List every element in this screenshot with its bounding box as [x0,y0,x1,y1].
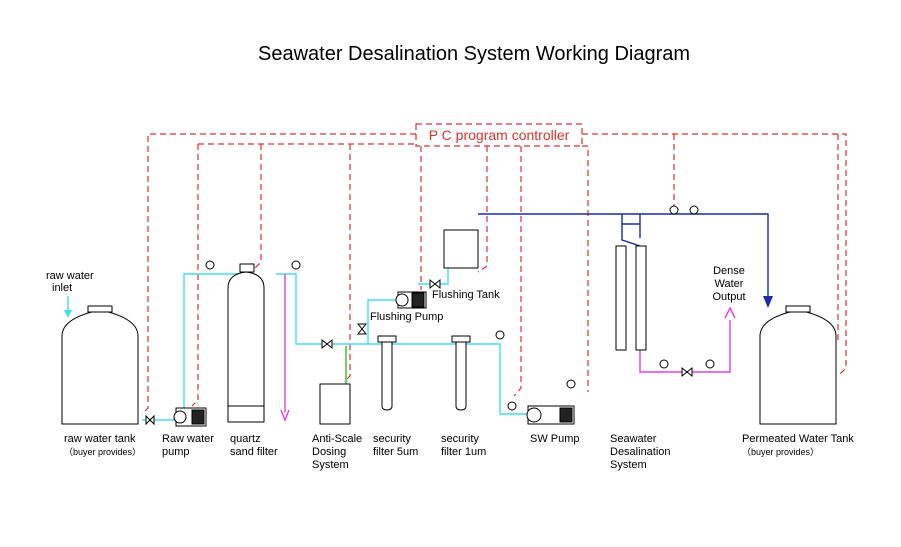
sand-drain-arrow [280,409,290,422]
permeate-piping [478,213,769,298]
raw-water-tank-label-2: （buyer provides） [64,447,141,457]
dense-output-label-2: Water [715,278,744,290]
raw-inlet-label-2: inlet [52,282,72,294]
seawater-desalination-system-label-1: Seawater [610,433,657,445]
flushing-pump-shape [395,291,427,309]
sw-pump-label-1: SW Pump [530,433,580,445]
security-filter-1um-shape [455,339,467,411]
quartz-sand-filter-label-2: sand filter [230,446,278,458]
equipment [61,229,837,425]
sw-pump-shape [526,405,575,425]
flushing-pump-label: Flushing Pump [370,311,443,323]
component-labels: raw water tank （buyer provides） Raw waterp… [64,433,854,471]
raw-water-tank-shape [61,309,139,425]
security-filter-1um-label-1: security [441,433,479,445]
security-filter-5um-label-2: filter 5um [373,446,418,458]
dense-output-label-3: Output [712,291,745,303]
flushing-tank-label: Flushing Tank [432,289,500,301]
raw-water-pump-label-1: Raw water [162,433,214,445]
pc-controller-box [415,123,583,147]
sand-filter-head [239,263,255,273]
security-filter-1um-label-2: filter 1um [441,446,486,458]
permeated-water-tank-label-1: Permeated Water Tank [742,433,854,445]
pc-controller-label: P C program controller [429,127,570,143]
permeated-water-tank-label-2: （buyer provides） [742,447,819,457]
anti-scale-dosing-label-2: Dosing [312,446,346,458]
inline-labels: raw water inlet Flushing Tank Flushing P… [46,265,746,323]
quartz-sand-filter-label-1: quartz [230,433,261,445]
permeate-arrow-head [763,296,773,308]
raw-water-tank-cap [87,305,113,313]
raw-water-tank-label-1: raw water tank [64,433,136,445]
membrane-1 [615,245,627,351]
diagram-title: Seawater Desalination System Working Dia… [258,43,690,65]
security-filter-5um-label-1: security [373,433,411,445]
raw-inlet-arrow-head [64,310,72,318]
flushing-tank-shape [443,229,479,269]
raw-water-pump-shape [173,407,207,427]
membrane-2 [635,245,647,351]
seawater-desalination-system-label-3: System [610,459,647,471]
dosing-tank-shape [319,383,351,425]
permeated-tank-shape [759,309,837,425]
dense-output-arrow [724,306,736,319]
dense-output-label-1: Dense [713,265,745,277]
raw-inlet-label-1: raw water [46,270,94,282]
sand-filter-shape [227,271,265,423]
permeated-tank-cap [785,305,811,313]
pressure-gauges [205,205,715,411]
anti-scale-dosing-label-3: System [312,459,349,471]
raw-water-pump-label-2: pump [162,446,190,458]
valves [145,278,693,426]
anti-scale-dosing-label-1: Anti-Scale [312,433,362,445]
concentrate-piping [284,274,731,412]
control-wiring [141,133,847,415]
seawater-desalination-system-label-2: Desalination [610,446,671,458]
security-filter-5um-shape [381,339,393,411]
